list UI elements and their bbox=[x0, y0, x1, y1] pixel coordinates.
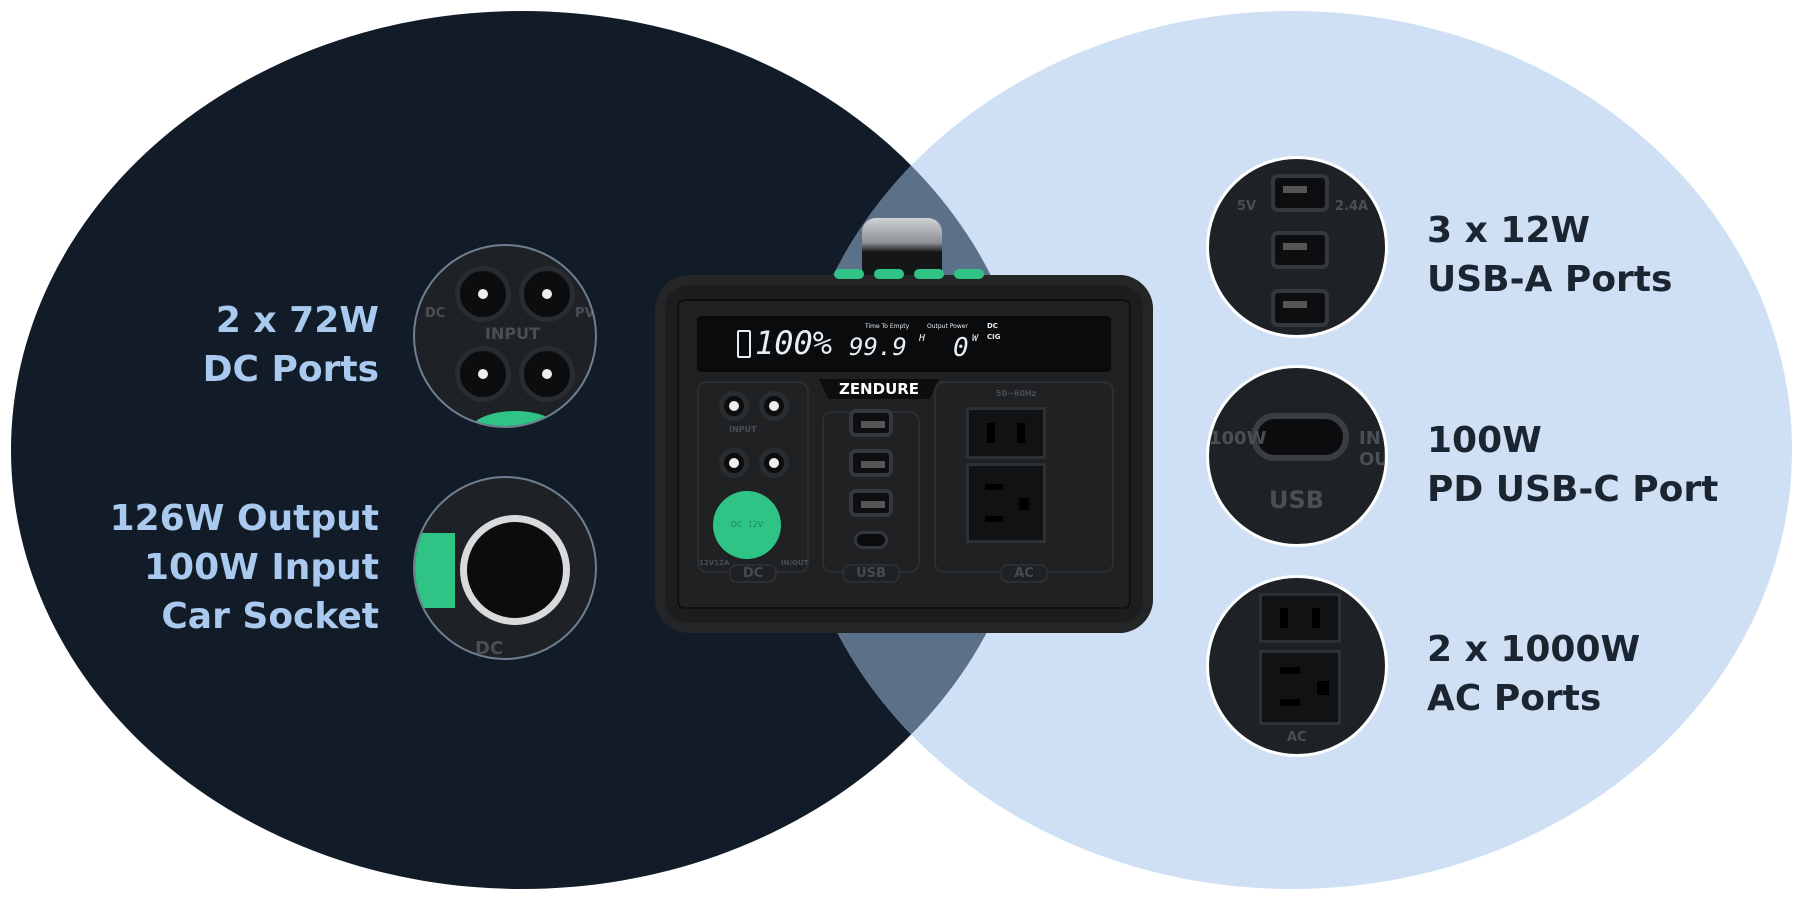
dc-port bbox=[455, 266, 511, 322]
ac-closeup: AC bbox=[1206, 575, 1388, 757]
cap-hinge bbox=[415, 533, 455, 608]
top-button bbox=[874, 269, 904, 279]
label-line: 100W Input bbox=[143, 547, 379, 588]
brand-logo: ZENDURE bbox=[819, 379, 939, 399]
top-button bbox=[834, 269, 864, 279]
power-station: 100% Time To Empty 99.9 H Output Power 0… bbox=[655, 269, 1153, 633]
lcd-screen: 100% Time To Empty 99.9 H Output Power 0… bbox=[697, 316, 1111, 372]
dc-text: DC bbox=[475, 638, 504, 659]
car-socket-cap: DC 12V bbox=[713, 491, 781, 559]
ac-panel: 50~60Hz AC bbox=[934, 381, 1114, 583]
dc-panel: INPUT DC 12V 12V12A IN/OUT DC bbox=[697, 381, 809, 583]
mode-dc: DC bbox=[987, 322, 998, 330]
label-line: PD USB-C Port bbox=[1427, 469, 1719, 510]
pv-text: PV bbox=[575, 306, 595, 321]
power-unit: W bbox=[972, 333, 979, 344]
battery-percent: 100% bbox=[755, 324, 833, 362]
usb-a-port bbox=[849, 409, 893, 437]
usb-a-closeup: 5V 2.4A bbox=[1206, 156, 1388, 338]
inout-text: IN/OUT bbox=[781, 559, 809, 567]
dc-port bbox=[455, 346, 511, 402]
dark-ellipse bbox=[11, 11, 1033, 889]
usb-a-port bbox=[1271, 289, 1329, 327]
dc-port bbox=[519, 346, 575, 402]
usb-c-closeup: 100W IN OUT USB bbox=[1206, 365, 1388, 547]
usb-a-port bbox=[849, 489, 893, 517]
battery-icon bbox=[737, 330, 751, 358]
power-label: Output Power bbox=[927, 323, 968, 330]
usb-panel-label: USB bbox=[842, 564, 900, 583]
frequency-text: 50~60Hz bbox=[996, 389, 1037, 398]
2.4a-text: 2.4A bbox=[1335, 199, 1369, 214]
usb-c-label: 100W PD USB-C Port bbox=[1427, 416, 1718, 514]
usb-a-port bbox=[1271, 174, 1329, 212]
time-unit: H bbox=[919, 333, 926, 344]
mode-cig: CIG bbox=[987, 333, 1001, 341]
label-line: 100W bbox=[1427, 420, 1542, 461]
100w-text: 100W bbox=[1209, 428, 1267, 449]
usb-a-label: 3 x 12W USB-A Ports bbox=[1427, 206, 1672, 304]
label-line: AC Ports bbox=[1427, 678, 1602, 719]
label-line: 2 x 72W bbox=[215, 300, 379, 341]
time-label: Time To Empty bbox=[865, 323, 910, 330]
ac-panel-label: AC bbox=[1000, 564, 1048, 583]
dc-port bbox=[719, 391, 749, 421]
5v-text: 5V bbox=[1237, 199, 1257, 214]
inout-text: IN OUT bbox=[1359, 428, 1388, 470]
ac-label: 2 x 1000W AC Ports bbox=[1427, 625, 1640, 723]
front-panel: 100% Time To Empty 99.9 H Output Power 0… bbox=[677, 299, 1131, 609]
label-line: USB-A Ports bbox=[1427, 259, 1673, 300]
label-line: DC Ports bbox=[202, 349, 379, 390]
dc-port bbox=[759, 448, 789, 478]
usb-a-port bbox=[1271, 231, 1329, 269]
usb-c-port bbox=[1251, 413, 1349, 461]
ac-text: AC bbox=[1287, 730, 1307, 745]
dc-port bbox=[719, 448, 749, 478]
dc-spec: 12V12A bbox=[699, 559, 730, 567]
car-socket-label: 126W Output 100W Input Car Socket bbox=[110, 494, 379, 641]
label-line: Car Socket bbox=[161, 596, 379, 637]
dc-text: DC bbox=[425, 306, 446, 321]
usb-panel: USB bbox=[822, 409, 920, 583]
ac-outlet-3prong bbox=[966, 463, 1046, 543]
usb-c-port bbox=[854, 531, 888, 549]
cap-edge bbox=[470, 411, 560, 426]
time-value: 99.9 bbox=[849, 333, 907, 361]
car-socket bbox=[460, 515, 570, 625]
usb-text: USB bbox=[1269, 486, 1325, 514]
top-button bbox=[954, 269, 984, 279]
label-line: 3 x 12W bbox=[1427, 210, 1591, 251]
usb-a-port bbox=[849, 449, 893, 477]
dc-panel-label: DC bbox=[728, 564, 778, 583]
input-text: INPUT bbox=[485, 324, 540, 343]
label-line: 126W Output bbox=[109, 498, 379, 539]
ac-outlet-2prong bbox=[966, 407, 1046, 459]
input-text: INPUT bbox=[729, 425, 757, 434]
dc-ports-label: 2 x 72W DC Ports bbox=[203, 296, 379, 394]
dc-port bbox=[759, 391, 789, 421]
ac-outlet-3prong bbox=[1259, 650, 1341, 725]
ac-outlet-2prong bbox=[1259, 593, 1341, 643]
dc-port bbox=[519, 266, 575, 322]
label-line: 2 x 1000W bbox=[1427, 629, 1641, 670]
dc-ports-closeup: DC PV INPUT bbox=[413, 244, 597, 428]
top-button bbox=[914, 269, 944, 279]
power-value: 0 bbox=[953, 333, 969, 363]
car-socket-closeup: DC bbox=[413, 476, 597, 660]
